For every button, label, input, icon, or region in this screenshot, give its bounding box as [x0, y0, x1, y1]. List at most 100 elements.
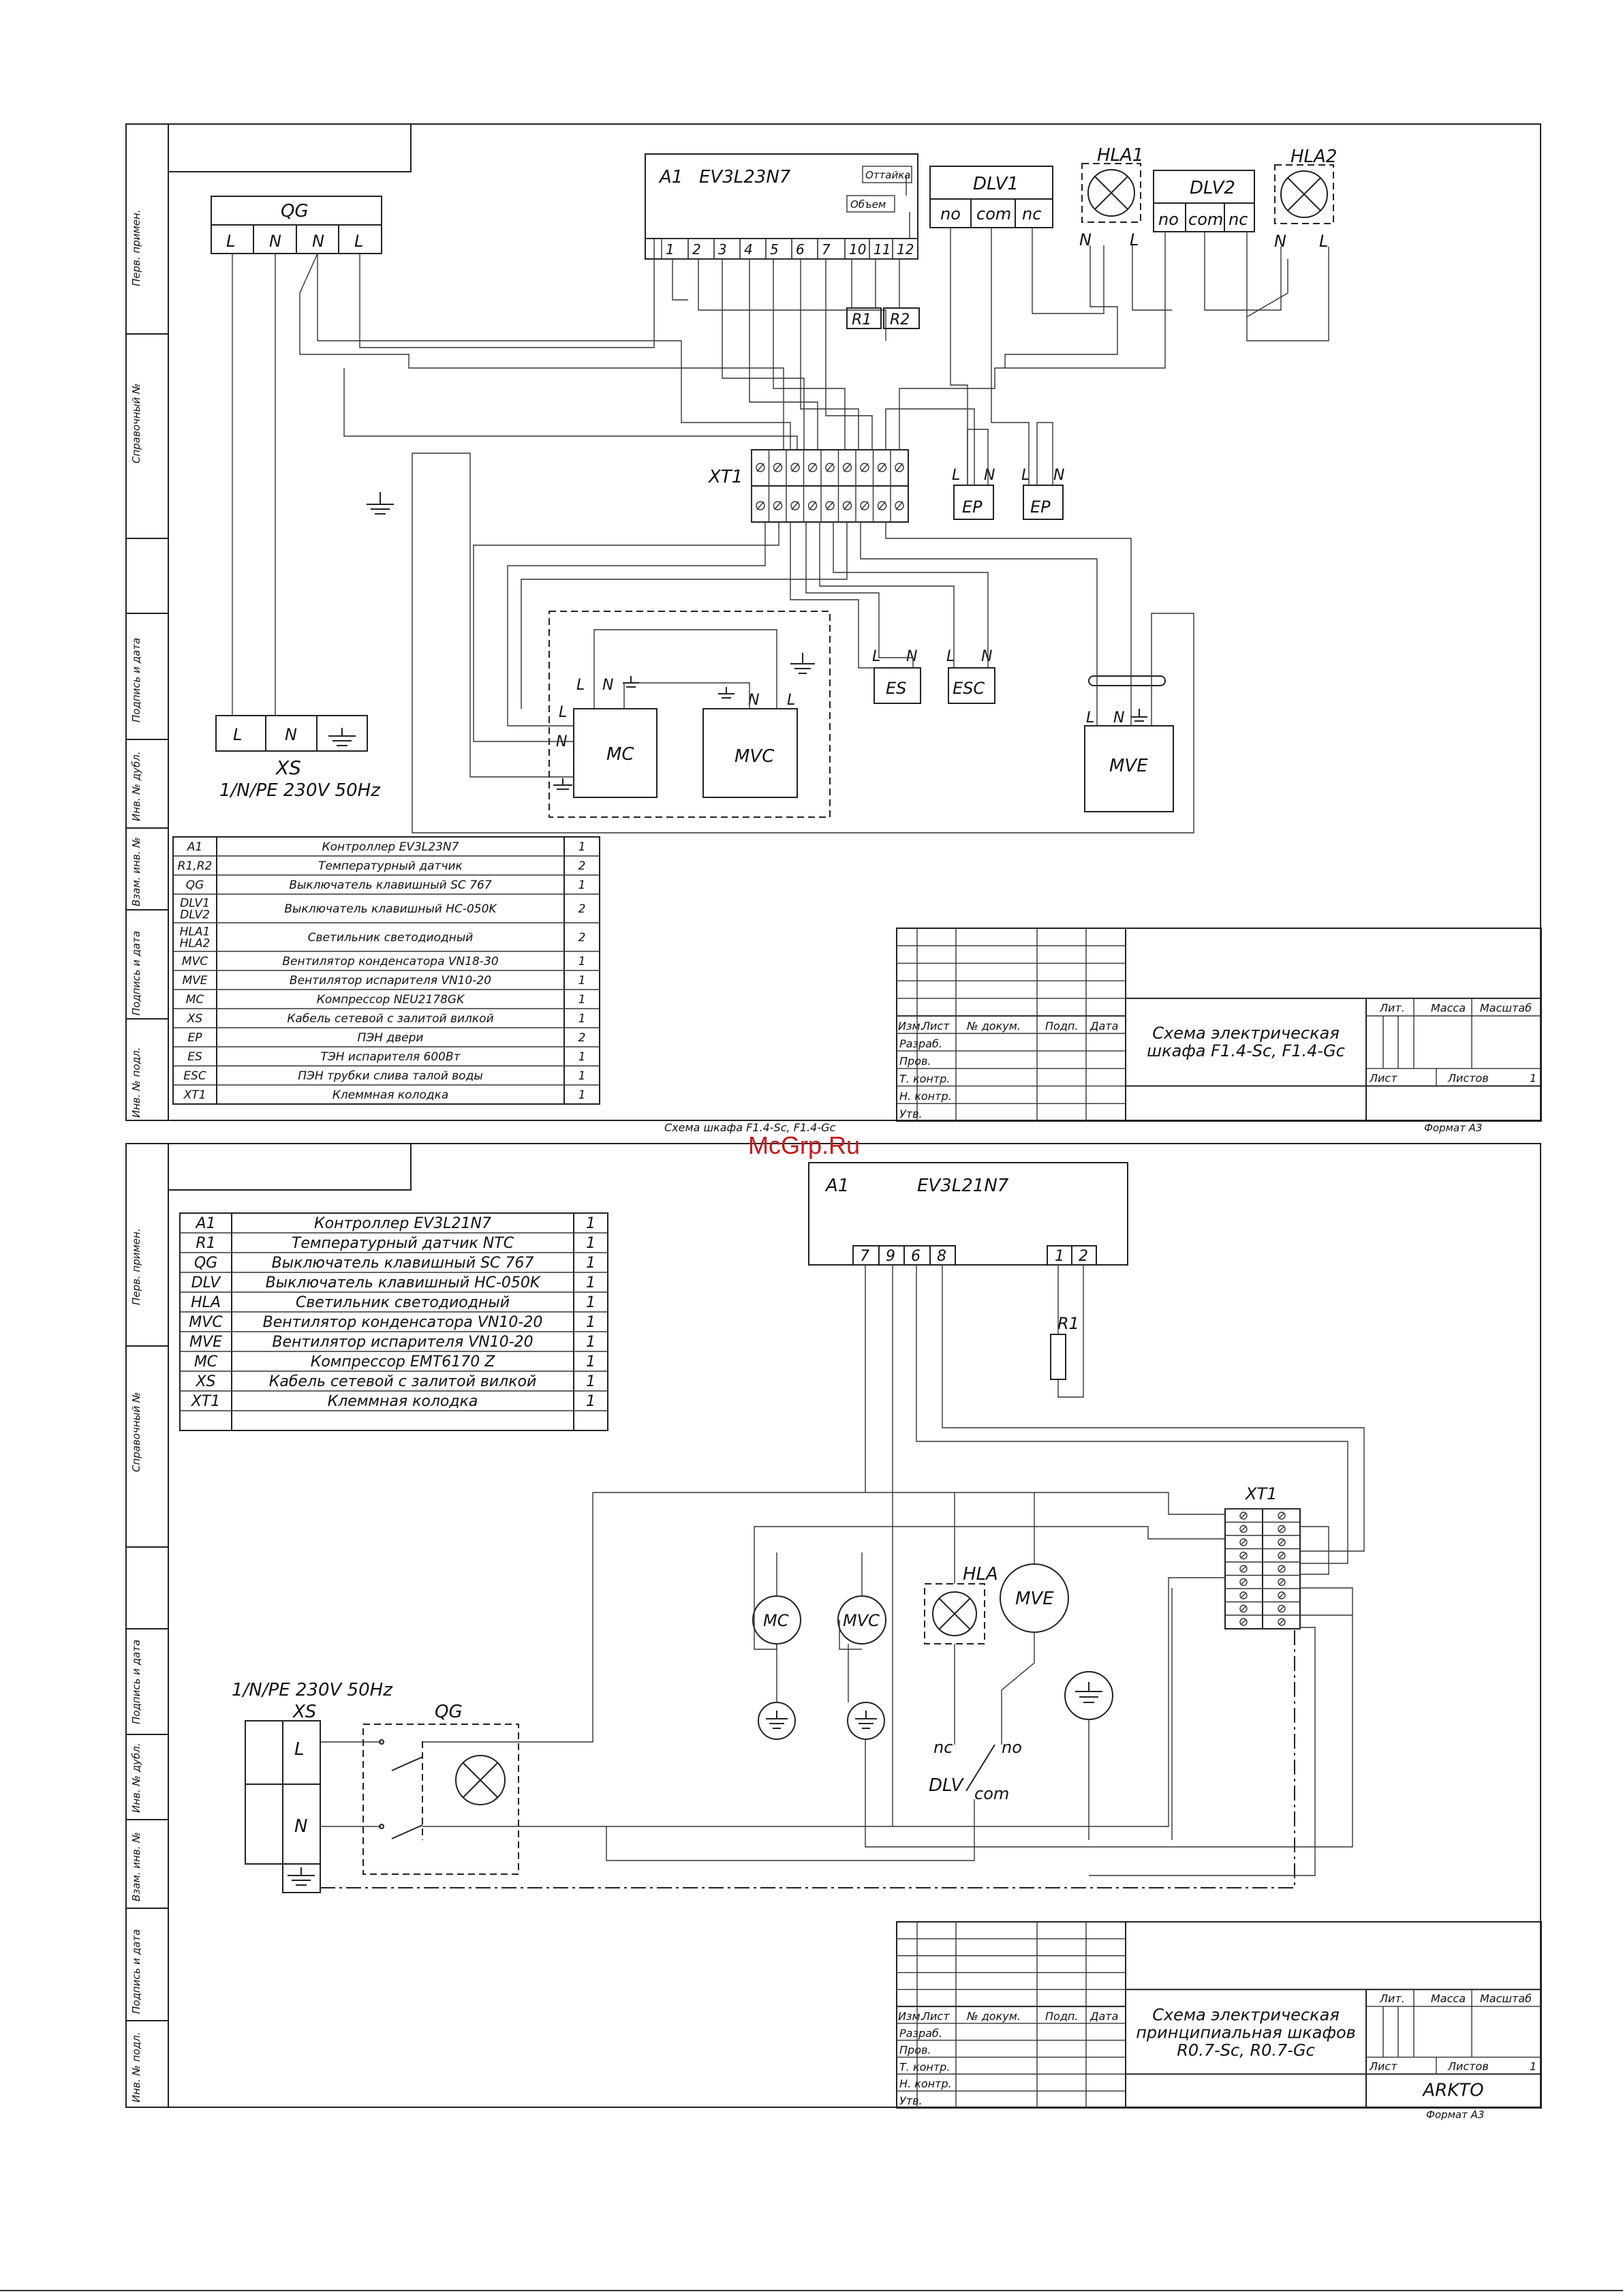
part-qty: 1	[586, 1294, 596, 1311]
side-label: Взам. инв. №	[130, 1832, 142, 1901]
xt1-ref: XT1	[707, 467, 743, 487]
watermark: McGrp.Ru	[748, 1131, 861, 1159]
r2-label: R2	[890, 311, 910, 328]
part-qty: 1	[586, 1393, 596, 1410]
side-label: Инв. № подл.	[130, 2032, 142, 2102]
part-qty: 1	[586, 1373, 596, 1390]
stamp-label: Подп.	[1045, 2010, 1078, 2023]
volume-label: Объем	[850, 198, 886, 211]
sheet2-frame	[125, 1143, 1541, 2108]
xt1-screw	[1239, 1591, 1248, 1599]
xs-n: N	[294, 1816, 307, 1837]
part-ref: R1,R2	[178, 859, 213, 873]
part-ref: EP	[188, 1031, 203, 1045]
part-qty: 1	[578, 1050, 586, 1064]
part-name: ПЭН трубки слива талой воды	[298, 1069, 483, 1083]
terminal-number: 7	[822, 241, 831, 258]
xt1-screw	[877, 463, 887, 472]
part-name: Температурный датчик NTC	[292, 1235, 514, 1252]
ep-l: L	[1021, 467, 1030, 484]
xt1-screw	[1239, 1551, 1248, 1560]
terminal-number: 11	[874, 241, 891, 258]
controller-ref: A1	[658, 167, 683, 187]
part-name: Температурный датчик	[318, 859, 463, 873]
part-qty: 1	[578, 1088, 586, 1102]
part-ref: ESC	[183, 1069, 206, 1083]
part-name: Выключатель клавишный HC-050K	[284, 902, 497, 916]
part-qty: 2	[578, 902, 586, 916]
side-label: Подпись и дата	[130, 931, 142, 1015]
es-l: L	[872, 648, 880, 665]
terminal: 2	[1079, 1248, 1088, 1265]
part-name: Вентилятор конденсатора VN10-20	[263, 1314, 543, 1331]
xs-spec: 1/N/PE 230V 50Hz	[232, 1680, 393, 1700]
mvc-l: L	[787, 692, 795, 709]
terminal-number: 1	[666, 241, 675, 258]
sheet1-format: Формат А3	[1424, 1122, 1482, 1134]
xt1-screw	[895, 501, 904, 510]
part-ref: MC	[186, 993, 204, 1007]
terminal-number: 2	[692, 241, 701, 258]
defrost-label: Оттайка	[865, 169, 910, 181]
title-text: Схема электрическая	[1152, 2005, 1340, 2024]
part-qty: 1	[586, 1334, 596, 1351]
terminal-number: 6	[796, 241, 805, 258]
side-label: Инв. № подл.	[130, 1047, 142, 1118]
hla2-lamp: HLA2 N L	[1274, 147, 1337, 251]
mc-l2: L	[559, 704, 567, 721]
stamp-label: Т. контр.	[899, 1072, 950, 1085]
part-ref: DLV1	[180, 896, 210, 910]
part-qty: 1	[578, 1069, 586, 1083]
qg-ref: QG	[435, 1702, 463, 1722]
part-name: Контроллер EV3L21N7	[314, 1215, 491, 1232]
stamp-label: Лист	[921, 2010, 950, 2023]
dlv1-term: com	[976, 204, 1011, 224]
r1-label: R1	[1057, 1314, 1079, 1333]
r1-label: R1	[852, 311, 871, 328]
components-sheet2: MC MVC HLA MVE	[752, 1563, 1069, 1644]
mc-l: L	[576, 677, 585, 694]
dlv2-term: com	[1188, 210, 1223, 229]
sheet1-frame	[125, 123, 1541, 1121]
dlv2-switch: DLV2 no com nc	[1153, 170, 1255, 232]
part-ref: MVE	[182, 974, 207, 988]
stamp-label: Дата	[1089, 2010, 1118, 2023]
mc-label: MC	[763, 1611, 789, 1630]
xt1-screw	[842, 501, 852, 510]
dlv1-term: nc	[1022, 204, 1041, 224]
mve-n: N	[1113, 709, 1124, 726]
title-text: R0.7-Sc, R0.7-Gc	[1177, 2040, 1315, 2060]
terminal-number: 5	[770, 241, 779, 258]
xs-l: L	[294, 1739, 305, 1760]
dlv1-term: no	[940, 204, 961, 224]
part-ref: HLA2	[180, 936, 211, 950]
mve-fan: MVE L N	[1084, 675, 1174, 812]
stamp-label: Разраб.	[899, 2027, 942, 2040]
side-label: Инв. № дубл.	[130, 1743, 142, 1813]
ep-label: EP	[1030, 498, 1051, 517]
xt1-screw	[1239, 1604, 1248, 1613]
company-name: ARKTO	[1421, 2081, 1483, 2101]
stamp-label: Листов	[1447, 2060, 1489, 2072]
stamp-label: Утв.	[899, 1107, 923, 1120]
xs-plug: L N XS 1/N/PE 230V 50Hz	[215, 715, 381, 801]
xt1-screw	[1278, 1565, 1286, 1573]
xt1-screw	[773, 463, 783, 472]
es-label: ES	[886, 679, 906, 698]
part-name: Клеммная колодка	[333, 1088, 449, 1102]
dlv2-term: nc	[1228, 210, 1248, 229]
esc-l: L	[946, 648, 955, 665]
stamp-label: Лист	[1369, 1072, 1397, 1085]
part-name: Вентилятор испарителя VN10-20	[290, 974, 491, 988]
xt1-screw	[860, 501, 869, 510]
side-label: Справочный №	[130, 1392, 142, 1472]
part-ref: HLA	[191, 1294, 221, 1311]
stamp-label: Масса	[1431, 1002, 1466, 1015]
side-label: Инв. № дубл.	[130, 751, 142, 821]
part-ref: DLV2	[180, 908, 210, 921]
esc-n: N	[981, 648, 992, 665]
